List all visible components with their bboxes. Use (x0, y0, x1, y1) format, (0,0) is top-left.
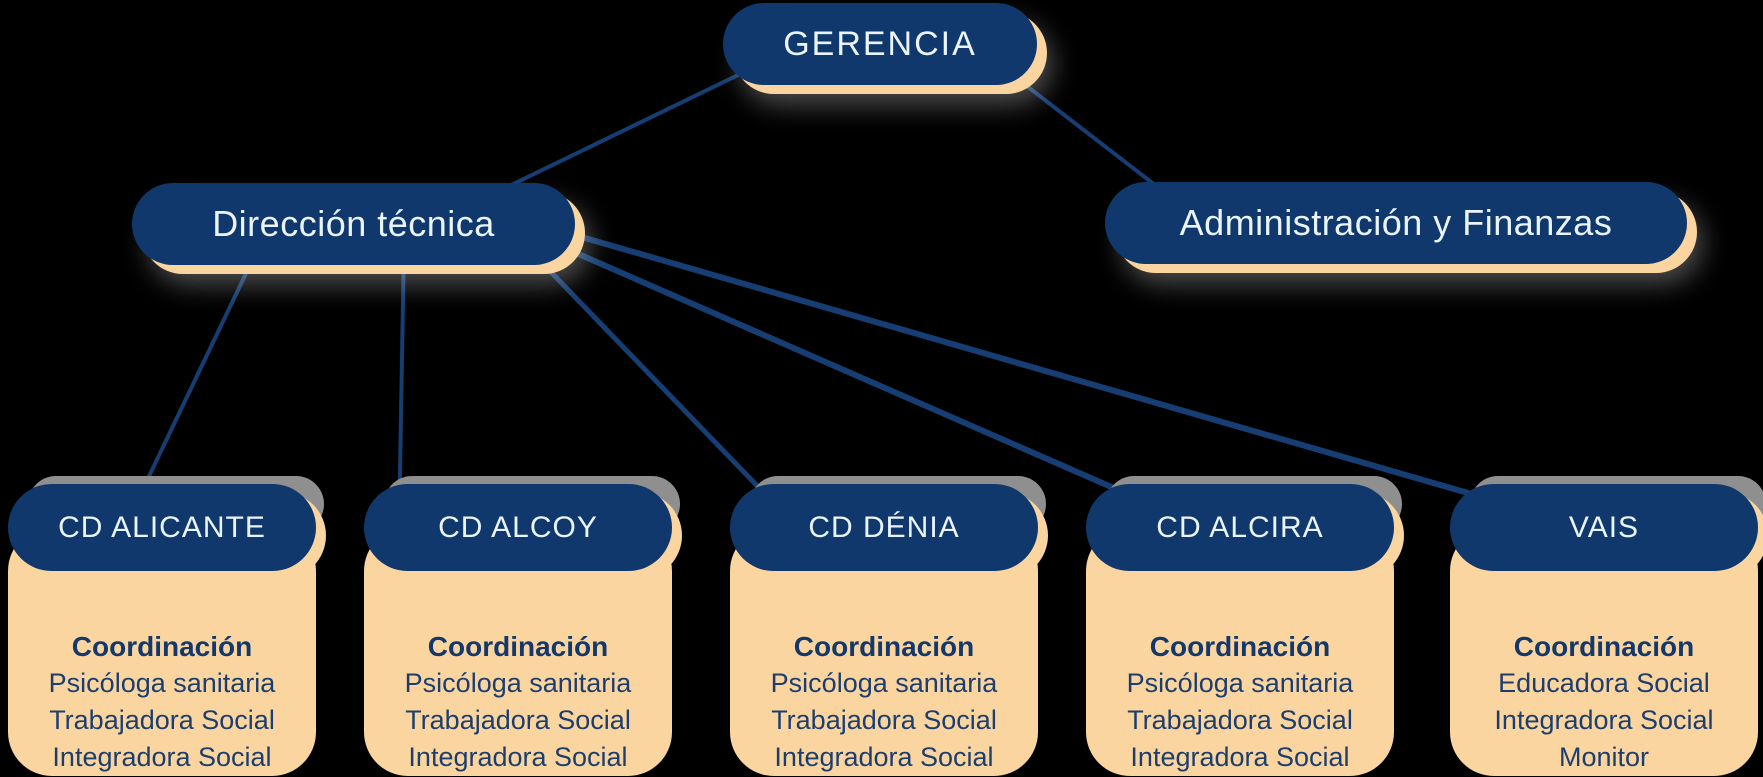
card-role-item: Psicóloga sanitaria (48, 668, 276, 698)
card-role-coordinacion: Coordinación (1149, 631, 1331, 662)
org-card-cd-denia: Coordinación Psicóloga sanitaria Trabaja… (730, 476, 1046, 776)
org-card-cd-alicante: Coordinación Psicóloga sanitaria Trabaja… (8, 476, 324, 776)
org-card-cd-alcira: Coordinación Psicóloga sanitaria Trabaja… (1086, 476, 1402, 776)
card-role-item: Integradora Social (1494, 705, 1714, 735)
connector-direccion-to-vais (539, 222, 1521, 511)
card-header-cd-denia: CD DÉNIA (730, 484, 1038, 571)
card-role-item: Integradora Social (1130, 742, 1350, 772)
card-header-cd-alcoy: CD ALCOY (364, 484, 672, 571)
node-direccion-tecnica: Dirección técnica (132, 183, 575, 265)
card-role-coordinacion: Coordinación (427, 631, 609, 662)
card-title: VAIS (1568, 510, 1640, 544)
card-header-vais: VAIS (1450, 484, 1758, 571)
card-role-item: Psicóloga sanitaria (404, 668, 632, 698)
org-card-cd-alcoy: Coordinación Psicóloga sanitaria Trabaja… (364, 476, 680, 776)
card-header-cd-alcira: CD ALCIRA (1086, 484, 1394, 571)
connector-direccion-to-cd-alcira (533, 232, 1182, 520)
node-gerencia-label: GERENCIA (783, 24, 977, 63)
node-administracion-finanzas-label: Administración y Finanzas (1179, 202, 1613, 243)
card-role-item: Integradora Social (52, 742, 272, 772)
card-title: CD DÉNIA (808, 510, 960, 544)
card-role-item: Educadora Social (1498, 668, 1710, 698)
card-title: CD ALCIRA (1156, 510, 1324, 544)
card-header-cd-alicante: CD ALICANTE (8, 484, 316, 571)
node-gerencia: GERENCIA (723, 3, 1037, 85)
card-role-item: Psicóloga sanitaria (1126, 668, 1354, 698)
org-card-vais: Coordinación Educadora Social Integrador… (1450, 476, 1763, 776)
card-role-item: Monitor (1558, 742, 1650, 772)
card-role-item: Trabajadora Social (49, 705, 275, 735)
card-role-item: Integradora Social (774, 742, 994, 772)
card-role-coordinacion: Coordinación (1513, 631, 1695, 662)
card-role-item: Integradora Social (408, 742, 628, 772)
connector-direccion-to-cd-denia (518, 238, 797, 527)
card-title: CD ALICANTE (58, 510, 266, 544)
card-title: CD ALCOY (438, 510, 598, 544)
card-role-item: Trabajadora Social (405, 705, 631, 735)
card-role-item: Trabajadora Social (771, 705, 997, 735)
node-administracion-finanzas: Administración y Finanzas (1105, 182, 1687, 264)
card-role-item: Trabajadora Social (1127, 705, 1353, 735)
node-direccion-tecnica-label: Dirección técnica (212, 203, 495, 244)
card-role-coordinacion: Coordinación (71, 631, 253, 662)
card-role-coordinacion: Coordinación (793, 631, 975, 662)
card-role-item: Psicóloga sanitaria (770, 668, 998, 698)
